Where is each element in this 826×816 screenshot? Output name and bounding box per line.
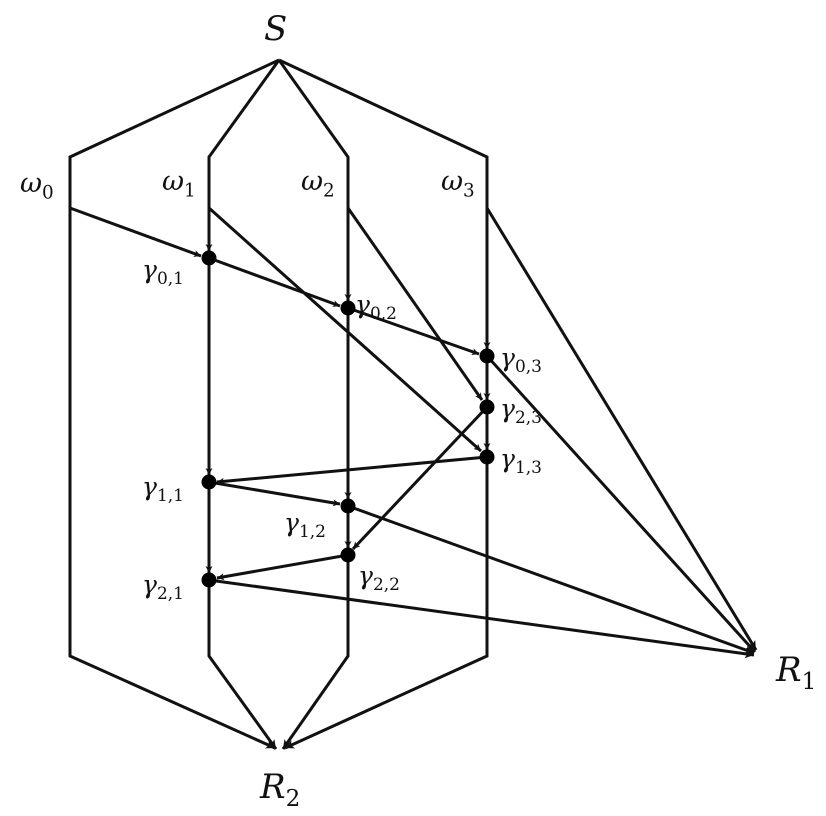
edge-s-omega0-r2 (68, 58, 280, 750)
label-subscript: 1,3 (514, 457, 542, 478)
edge-gamma13-gamma11 (216, 455, 488, 485)
label-subscript: 2 (323, 180, 335, 202)
label-source-s: S (264, 12, 287, 46)
label-text: γ (500, 444, 515, 473)
label-text: ω (162, 166, 185, 197)
label-text: γ (142, 255, 157, 284)
label-receiver-r1: R1 (776, 653, 816, 694)
label-text: ω (20, 168, 43, 199)
edge-s-omega2-r2 (277, 59, 350, 750)
label-gamma-1-3: γ1,3 (500, 446, 542, 477)
edge-omega1-gamma13 (208, 206, 482, 453)
label-subscript: 1,2 (298, 521, 326, 542)
edge-omega0-gamma01 (69, 206, 202, 258)
label-gamma-0-1: γ0,1 (142, 257, 184, 288)
label-text: R (260, 767, 286, 807)
edge-omega3-r1 (485, 207, 758, 651)
label-text: γ (500, 394, 515, 423)
label-text: γ (355, 290, 370, 319)
node-gamma-2-2 (340, 547, 356, 563)
edge-gamma22-gamma21 (216, 553, 349, 581)
label-text: γ (500, 343, 515, 372)
label-text: γ (142, 570, 157, 599)
label-gamma-2-2: γ2,2 (358, 563, 400, 594)
node-gamma-0-2 (340, 300, 356, 316)
node-gamma-0-3 (479, 348, 495, 364)
label-omega-2: ω2 (301, 168, 335, 201)
edge-gamma12-r1 (347, 504, 755, 655)
label-subscript: 2,3 (514, 407, 542, 428)
label-subscript: 0,2 (369, 303, 397, 324)
label-gamma-2-3: γ2,3 (500, 396, 542, 427)
label-subscript: 0 (42, 182, 54, 204)
label-text: γ (358, 561, 373, 590)
label-subscript: 3 (463, 180, 475, 202)
label-omega-1: ω1 (162, 168, 196, 201)
label-subscript: 0,1 (156, 268, 184, 289)
label-subscript: 1,1 (156, 485, 184, 506)
node-gamma-0-1 (201, 250, 217, 266)
edge-gamma23-gamma22 (351, 405, 489, 551)
label-text: ω (441, 166, 464, 197)
label-text: S (264, 9, 288, 49)
label-text: R (776, 650, 802, 690)
label-omega-3: ω3 (441, 168, 475, 201)
edge-gamma21-r1 (208, 578, 755, 659)
label-gamma-2-1: γ2,1 (142, 572, 184, 603)
label-subscript: 1 (801, 669, 817, 696)
edge-s-omega1-r2 (207, 59, 281, 750)
label-omega-0: ω0 (20, 170, 54, 203)
node-gamma-1-2 (340, 498, 356, 514)
label-text: γ (284, 508, 299, 537)
label-gamma-0-2: γ0,2 (355, 292, 397, 323)
label-gamma-0-3: γ0,3 (500, 345, 542, 376)
node-gamma-1-3 (479, 449, 495, 465)
label-gamma-1-2: γ1,2 (284, 510, 326, 541)
edge-omega2-gamma23 (346, 207, 484, 401)
edge-gamma01-gamma02 (208, 256, 341, 308)
label-subscript: 2 (285, 786, 301, 813)
label-subscript: 0,3 (514, 356, 542, 377)
edge-s-omega3-r2 (278, 58, 489, 750)
label-subscript: 2,1 (156, 583, 184, 604)
edge-gamma03-r1 (485, 354, 757, 654)
label-subscript: 2,2 (372, 574, 400, 595)
node-gamma-2-3 (479, 399, 495, 415)
label-text: γ (142, 472, 157, 501)
node-gamma-1-1 (201, 474, 217, 490)
edge-gamma02-gamma03 (347, 306, 480, 356)
label-gamma-1-1: γ1,1 (142, 474, 184, 505)
label-text: ω (301, 166, 324, 197)
label-receiver-r2: R2 (260, 770, 300, 811)
edge-gamma11-gamma12 (208, 480, 341, 507)
node-gamma-2-1 (201, 572, 217, 588)
label-subscript: 1 (184, 180, 196, 202)
